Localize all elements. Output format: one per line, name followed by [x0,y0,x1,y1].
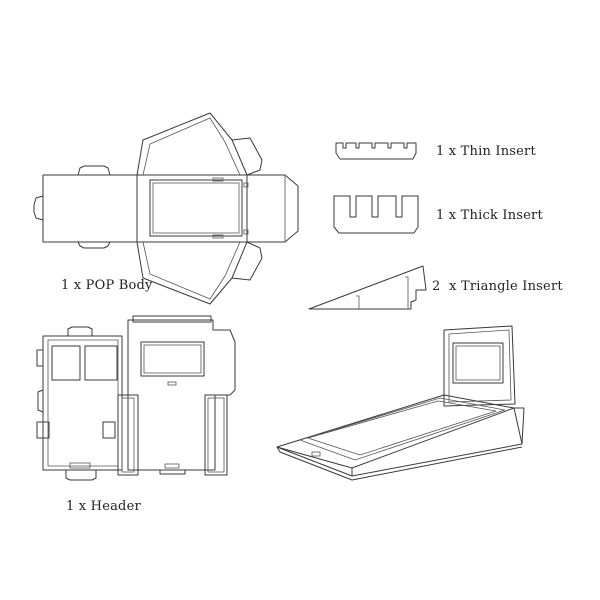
thick-insert-dieline [333,195,419,234]
triangle-insert-label: 2 x Triangle Insert [432,279,563,294]
thick-insert-label: 1 x Thick Insert [436,208,543,223]
header-dieline [36,315,236,481]
thin-insert-dieline [335,142,417,160]
pop-body-dieline [33,112,299,305]
pop-body-label: 1 x POP Body [61,278,153,293]
assembled-display-diagram [276,325,525,481]
header-label: 1 x Header [66,499,141,514]
thin-insert-label: 1 x Thin Insert [436,144,536,159]
triangle-insert-dieline [308,265,427,310]
